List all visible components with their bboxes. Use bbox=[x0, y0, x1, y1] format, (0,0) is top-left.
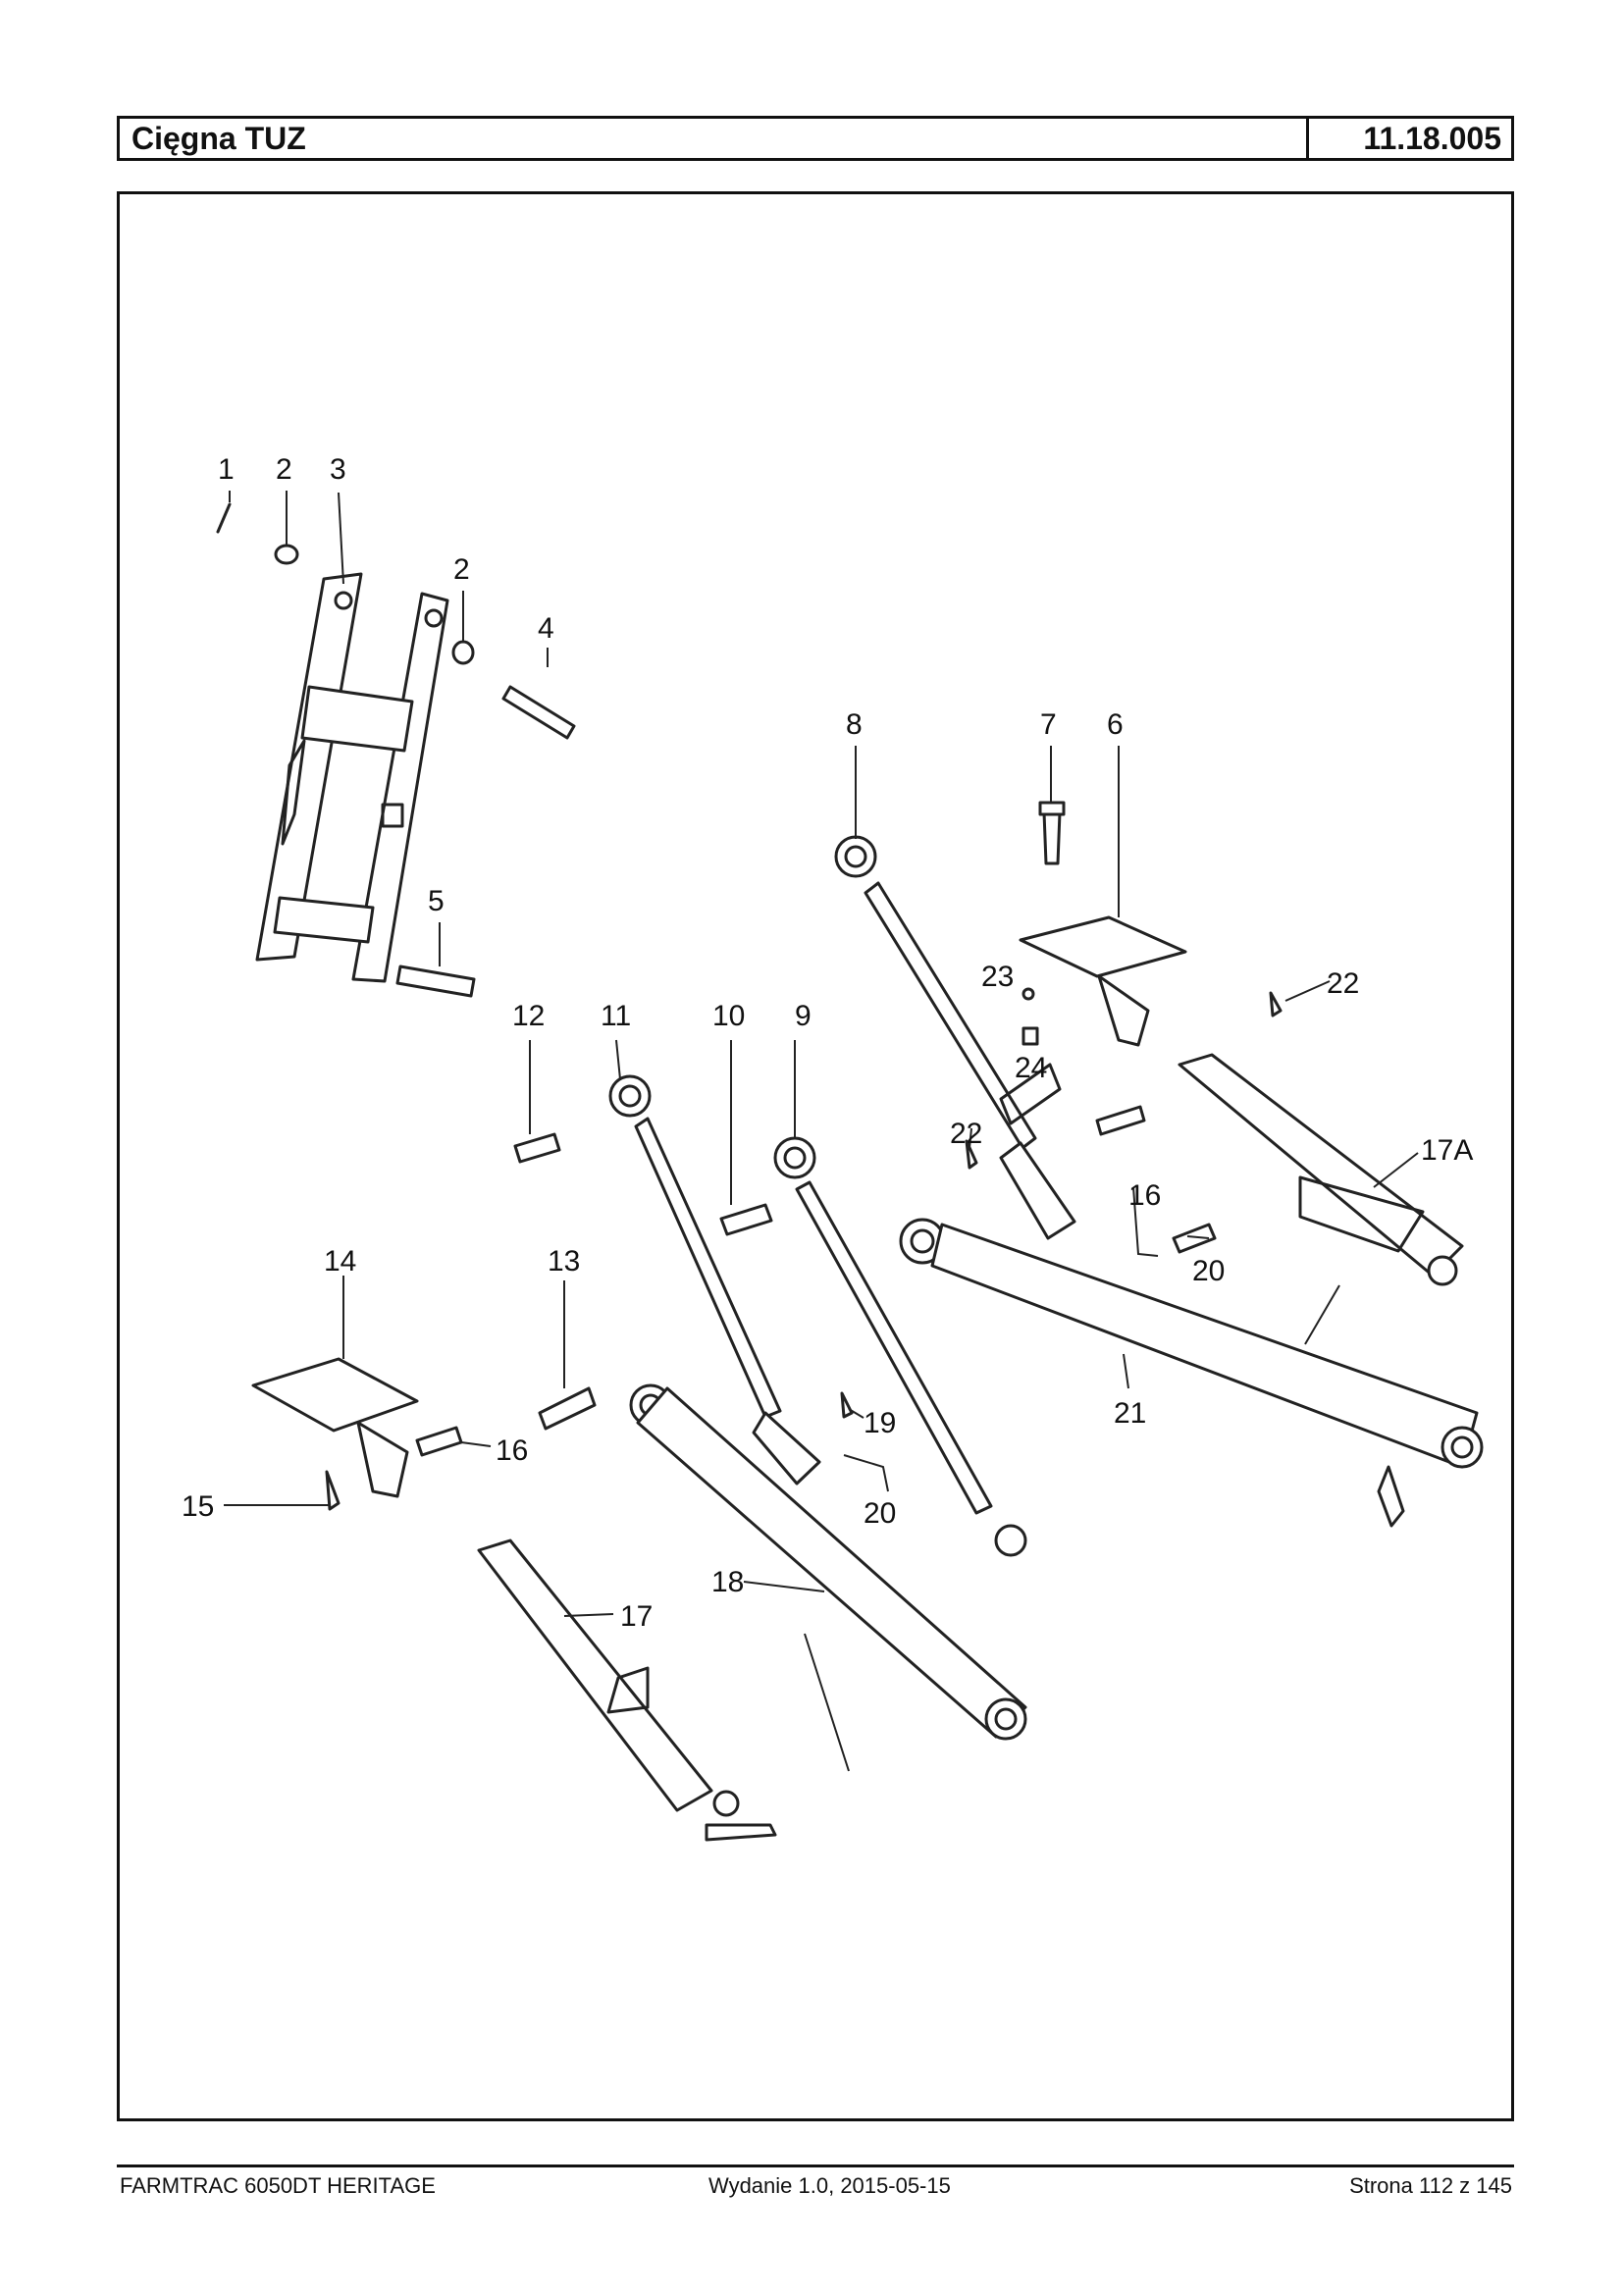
footer-edition: Wydanie 1.0, 2015-05-15 bbox=[708, 2173, 951, 2198]
part-23-washer bbox=[1022, 987, 1035, 1001]
part-24-nut bbox=[1022, 1026, 1039, 1046]
label-10: 10 bbox=[712, 1000, 745, 1032]
footer-divider bbox=[117, 2165, 1514, 2167]
page-title: Cięgna TUZ bbox=[120, 119, 1309, 158]
label-20: 20 bbox=[1192, 1255, 1225, 1287]
label-16b: 16 bbox=[496, 1434, 528, 1467]
label-2: 2 bbox=[276, 453, 292, 486]
part-11-lift-rod bbox=[608, 1074, 821, 1486]
label-1: 1 bbox=[218, 453, 235, 486]
label-13: 13 bbox=[548, 1245, 580, 1278]
label-17: 17 bbox=[620, 1600, 653, 1633]
part-9-lift-rod bbox=[773, 1136, 1027, 1557]
part-19-pin bbox=[840, 1391, 854, 1419]
label-19: 19 bbox=[864, 1407, 896, 1439]
part-21-lower-link bbox=[899, 1218, 1484, 1528]
part-16-pin bbox=[1095, 1105, 1146, 1136]
label-17A: 17A bbox=[1421, 1134, 1473, 1167]
part-18-lower-link bbox=[629, 1383, 1027, 1741]
label-22: 22 bbox=[1327, 967, 1359, 1000]
part-12-pin bbox=[513, 1132, 561, 1164]
label-23: 23 bbox=[981, 961, 1014, 993]
part-3-bracket bbox=[255, 572, 449, 983]
page-header: Cięgna TUZ 11.18.005 bbox=[117, 116, 1514, 161]
part-17-stabilizer bbox=[477, 1539, 777, 1842]
label-21: 21 bbox=[1114, 1397, 1146, 1430]
label-8: 8 bbox=[846, 708, 863, 741]
part-2-ring bbox=[274, 544, 299, 565]
label-14: 14 bbox=[324, 1245, 356, 1278]
part-2-ring-b bbox=[451, 640, 475, 665]
part-17A-stabilizer bbox=[1178, 1053, 1464, 1286]
diagram-frame bbox=[117, 191, 1514, 2121]
part-22-clip-b bbox=[965, 1139, 978, 1170]
label-9: 9 bbox=[795, 1000, 812, 1032]
footer-model: FARMTRAC 6050DT HERITAGE bbox=[120, 2173, 436, 2198]
part-14-plate bbox=[251, 1357, 419, 1433]
part-16-pin-b bbox=[415, 1426, 463, 1457]
part-20-pin bbox=[1172, 1223, 1217, 1254]
label-6: 6 bbox=[1107, 708, 1124, 741]
footer-page-number: Strona 112 z 145 bbox=[1349, 2173, 1512, 2198]
label-24: 24 bbox=[1015, 1052, 1047, 1084]
part-13-pin bbox=[538, 1386, 597, 1431]
label-20b: 20 bbox=[864, 1497, 896, 1530]
label-11: 11 bbox=[601, 1000, 631, 1032]
part-6-plate bbox=[1019, 915, 1187, 978]
part-8-top-link bbox=[834, 835, 1076, 1240]
part-1-cotter-pin bbox=[216, 502, 232, 534]
label-16: 16 bbox=[1128, 1179, 1161, 1212]
section-code: 11.18.005 bbox=[1363, 121, 1501, 156]
label-15: 15 bbox=[182, 1490, 214, 1523]
label-5: 5 bbox=[428, 885, 445, 917]
part-15-clip bbox=[325, 1470, 341, 1511]
part-5-pin bbox=[395, 965, 476, 998]
label-22b: 22 bbox=[950, 1118, 982, 1150]
label-2b: 2 bbox=[453, 553, 470, 586]
label-7: 7 bbox=[1040, 708, 1057, 741]
label-3: 3 bbox=[330, 453, 346, 486]
part-7-bolt bbox=[1042, 810, 1062, 865]
label-18: 18 bbox=[711, 1566, 744, 1598]
label-12: 12 bbox=[512, 1000, 545, 1032]
label-4: 4 bbox=[538, 612, 554, 645]
part-10-pin bbox=[719, 1203, 773, 1236]
part-22-clip bbox=[1269, 991, 1283, 1017]
part-4-pin bbox=[501, 685, 576, 740]
